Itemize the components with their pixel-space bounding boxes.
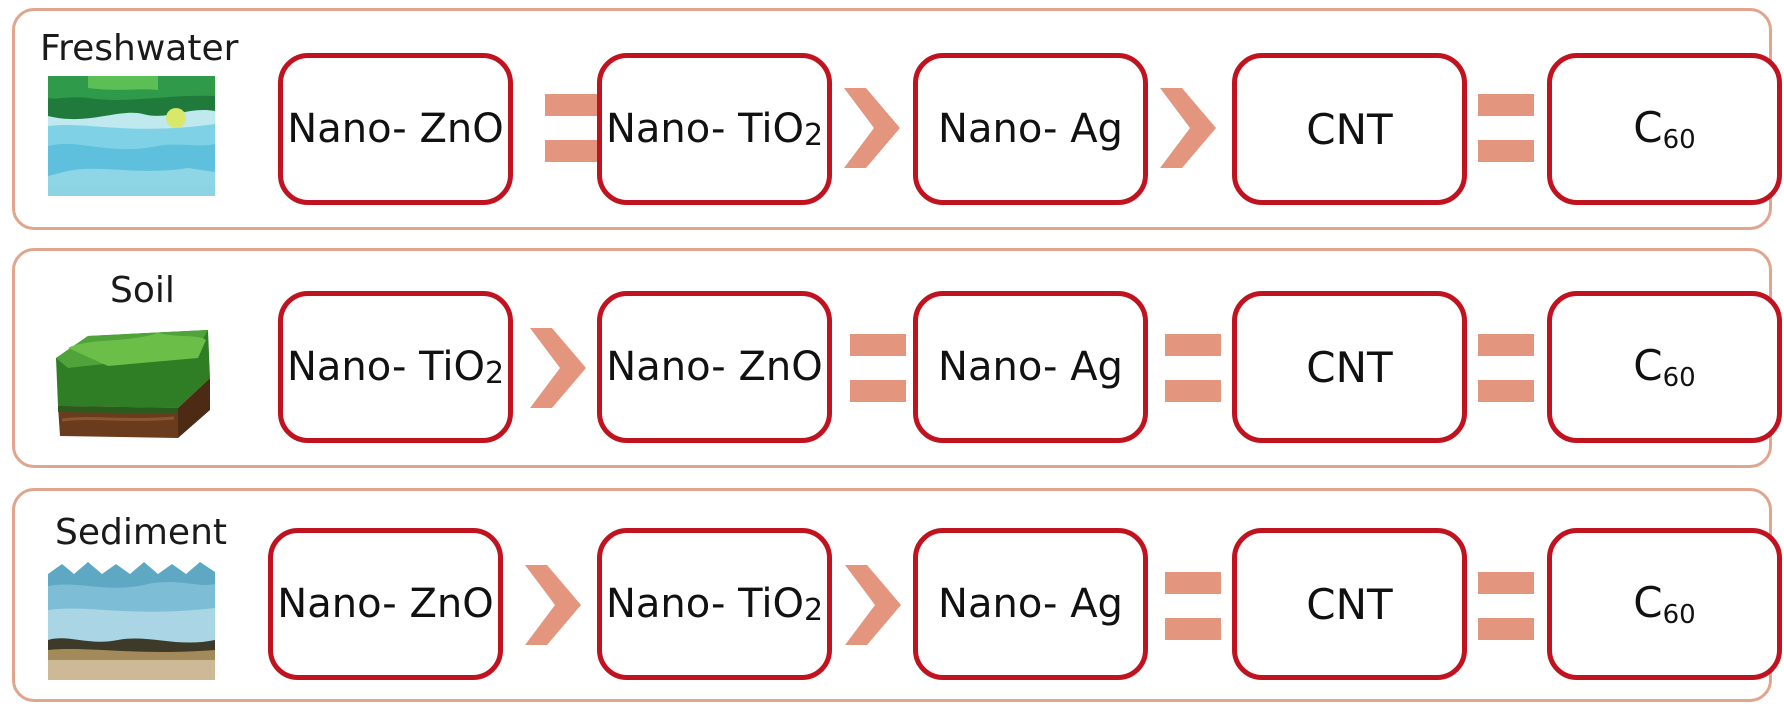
greater-than-icon — [1160, 88, 1216, 168]
node-nano-tio2: Nano- TiO2 — [597, 528, 832, 680]
equals-icon — [1165, 572, 1221, 640]
node-nano-ag: Nano- Ag — [913, 53, 1148, 205]
greater-than-icon — [525, 565, 581, 645]
equals-icon — [1478, 94, 1534, 162]
freshwater-label: Freshwater — [40, 28, 239, 69]
node-c60: C60 — [1547, 291, 1782, 443]
node-cnt: CNT — [1232, 53, 1467, 205]
node-nano-zno: Nano- ZnO — [268, 528, 503, 680]
soil-label: Soil — [110, 270, 175, 311]
node-nano-zno: Nano- ZnO — [278, 53, 513, 205]
equals-icon — [1478, 572, 1534, 640]
node-c60: C60 — [1547, 53, 1782, 205]
greater-than-icon — [530, 328, 586, 408]
equals-icon — [545, 94, 601, 162]
greater-than-icon — [845, 565, 901, 645]
node-cnt: CNT — [1232, 291, 1467, 443]
equals-icon — [850, 334, 906, 402]
node-c60: C60 — [1547, 528, 1782, 680]
node-nano-ag: Nano- Ag — [913, 528, 1148, 680]
greater-than-icon — [844, 88, 900, 168]
equals-icon — [1165, 334, 1221, 402]
freshwater-image — [48, 76, 215, 196]
node-nano-ag: Nano- Ag — [913, 291, 1148, 443]
node-cnt: CNT — [1232, 528, 1467, 680]
sediment-image — [48, 560, 215, 680]
node-nano-zno: Nano- ZnO — [597, 291, 832, 443]
equals-icon — [1478, 334, 1534, 402]
node-nano-tio2: Nano- TiO2 — [278, 291, 513, 443]
soil-image — [48, 318, 215, 443]
sediment-label: Sediment — [55, 512, 228, 553]
node-nano-tio2: Nano- TiO2 — [597, 53, 832, 205]
